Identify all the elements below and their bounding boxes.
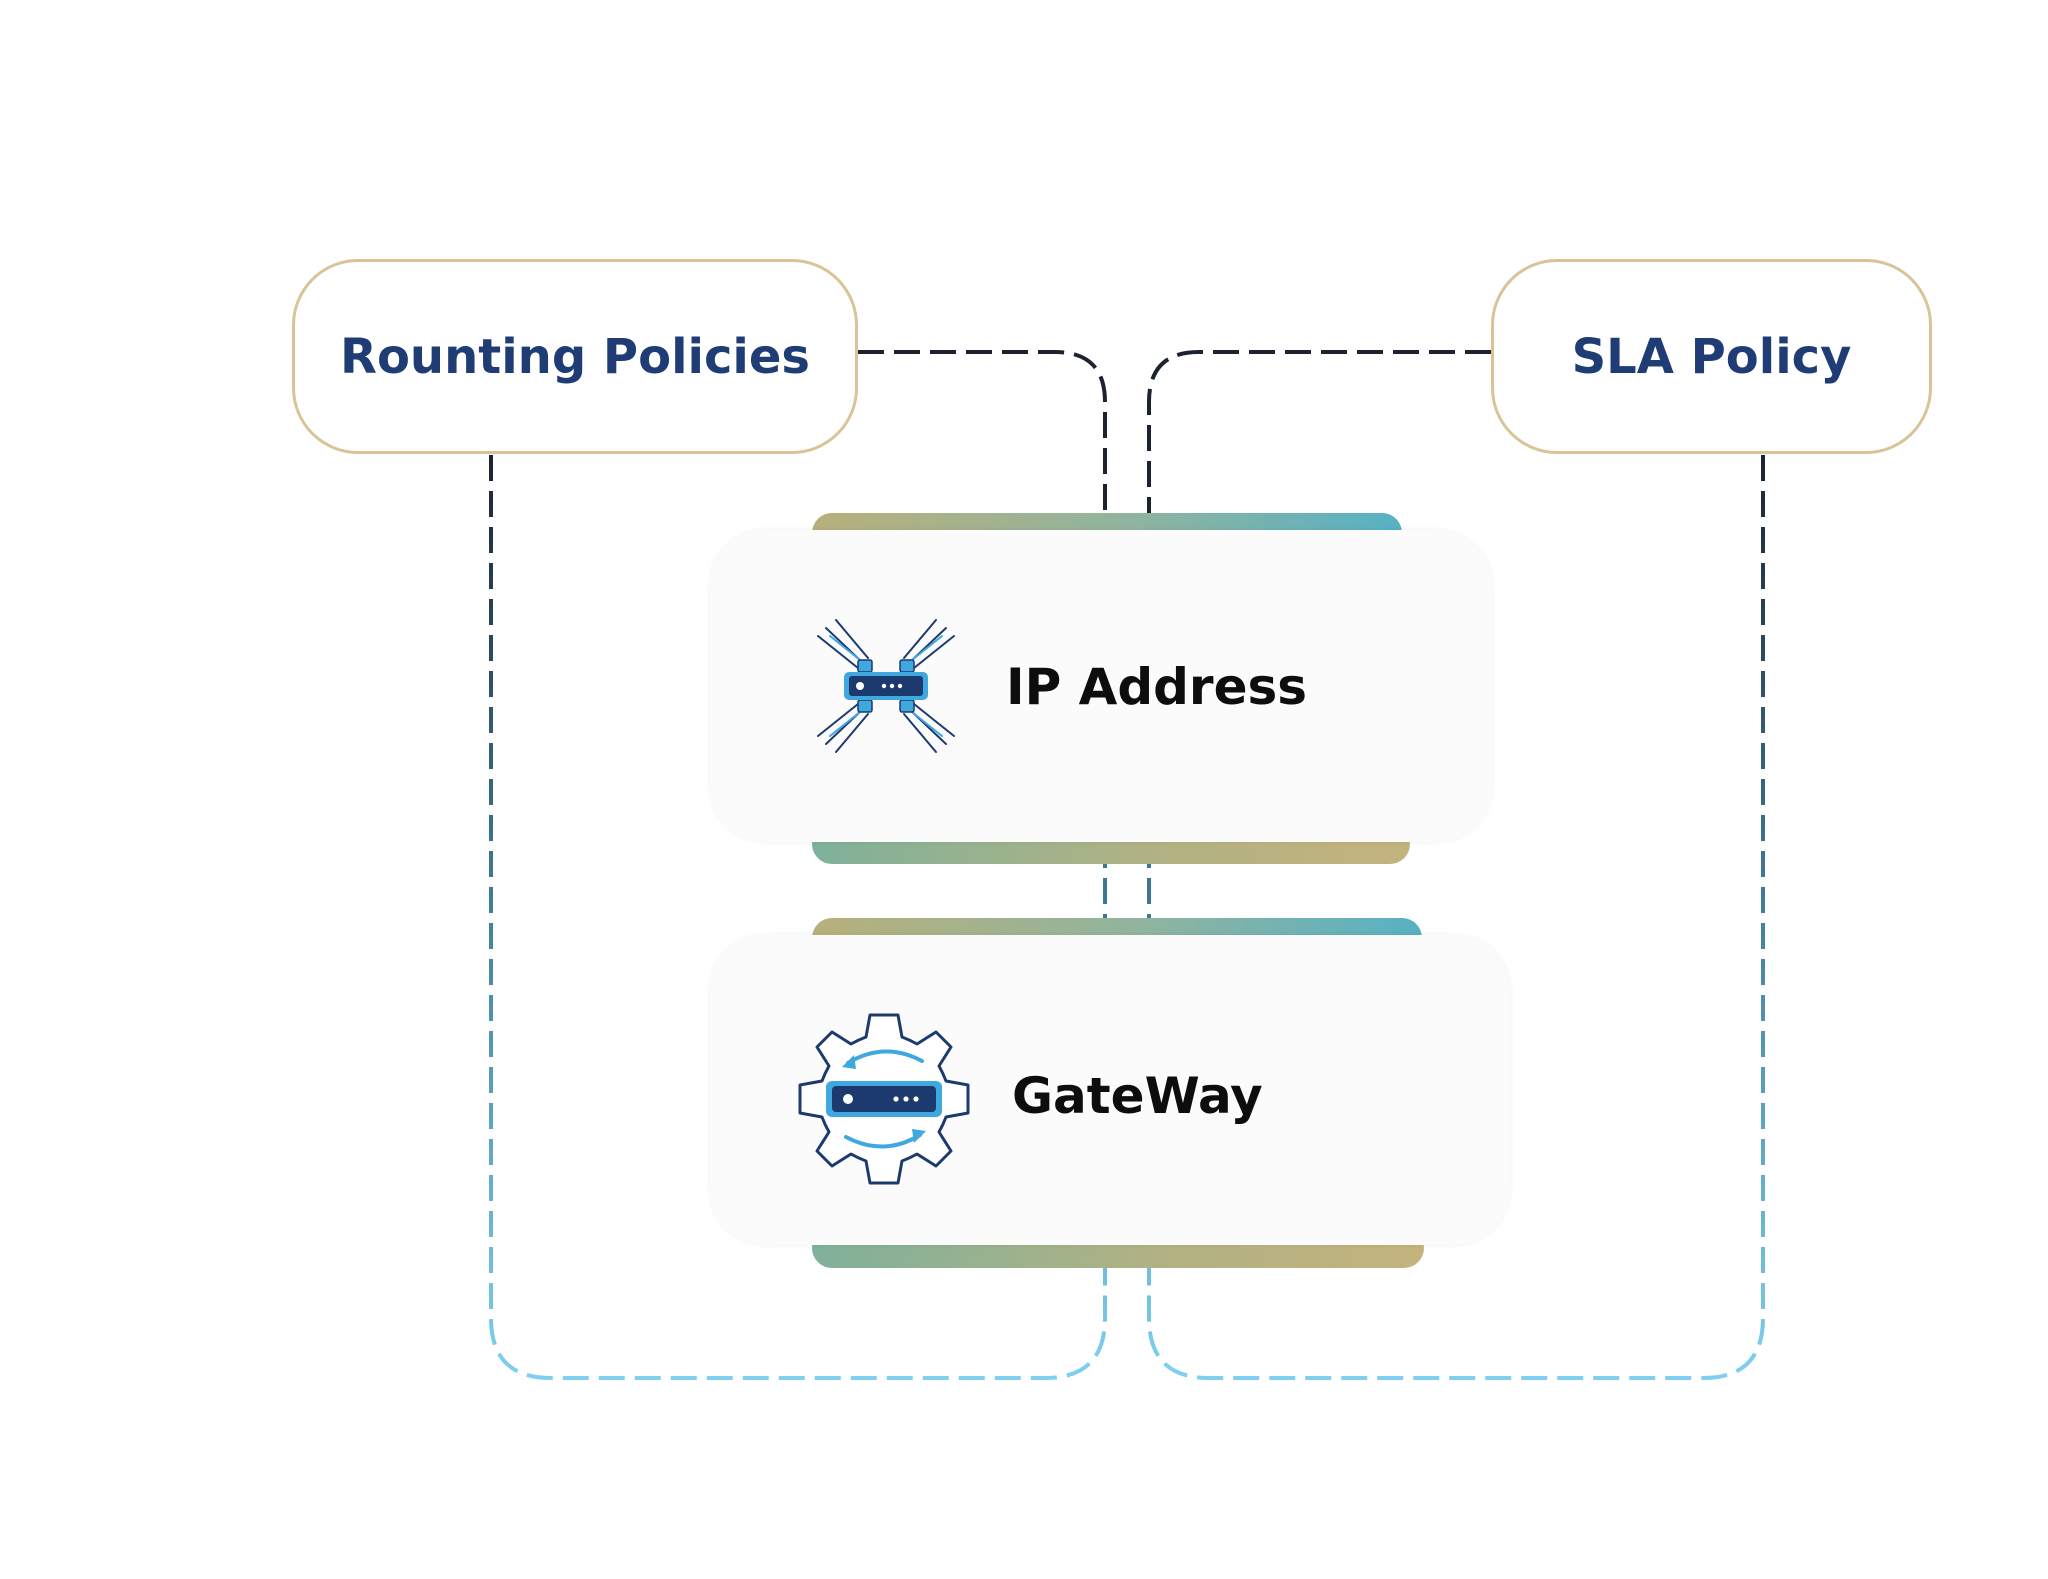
connector-sla-loop [1147,455,1765,1380]
ip-address-label: IP Address [1006,658,1308,716]
sla-policy-label: SLA Policy [1571,328,1852,385]
connector-routing-to-center [858,350,1107,535]
sla-policy-node: SLA Policy [1491,259,1932,454]
routing-policies-label: Rounting Policies [339,328,810,385]
router-network-icon [817,619,955,753]
gateway-card: GateWay [710,935,1510,1245]
gear-router-icon [798,1013,970,1185]
connector-sla-to-center [1147,350,1491,535]
connector-routing-loop [489,455,1107,1380]
ip-address-card: IP Address [710,530,1492,842]
gateway-label: GateWay [1012,1067,1263,1125]
routing-policies-node: Rounting Policies [292,259,858,454]
